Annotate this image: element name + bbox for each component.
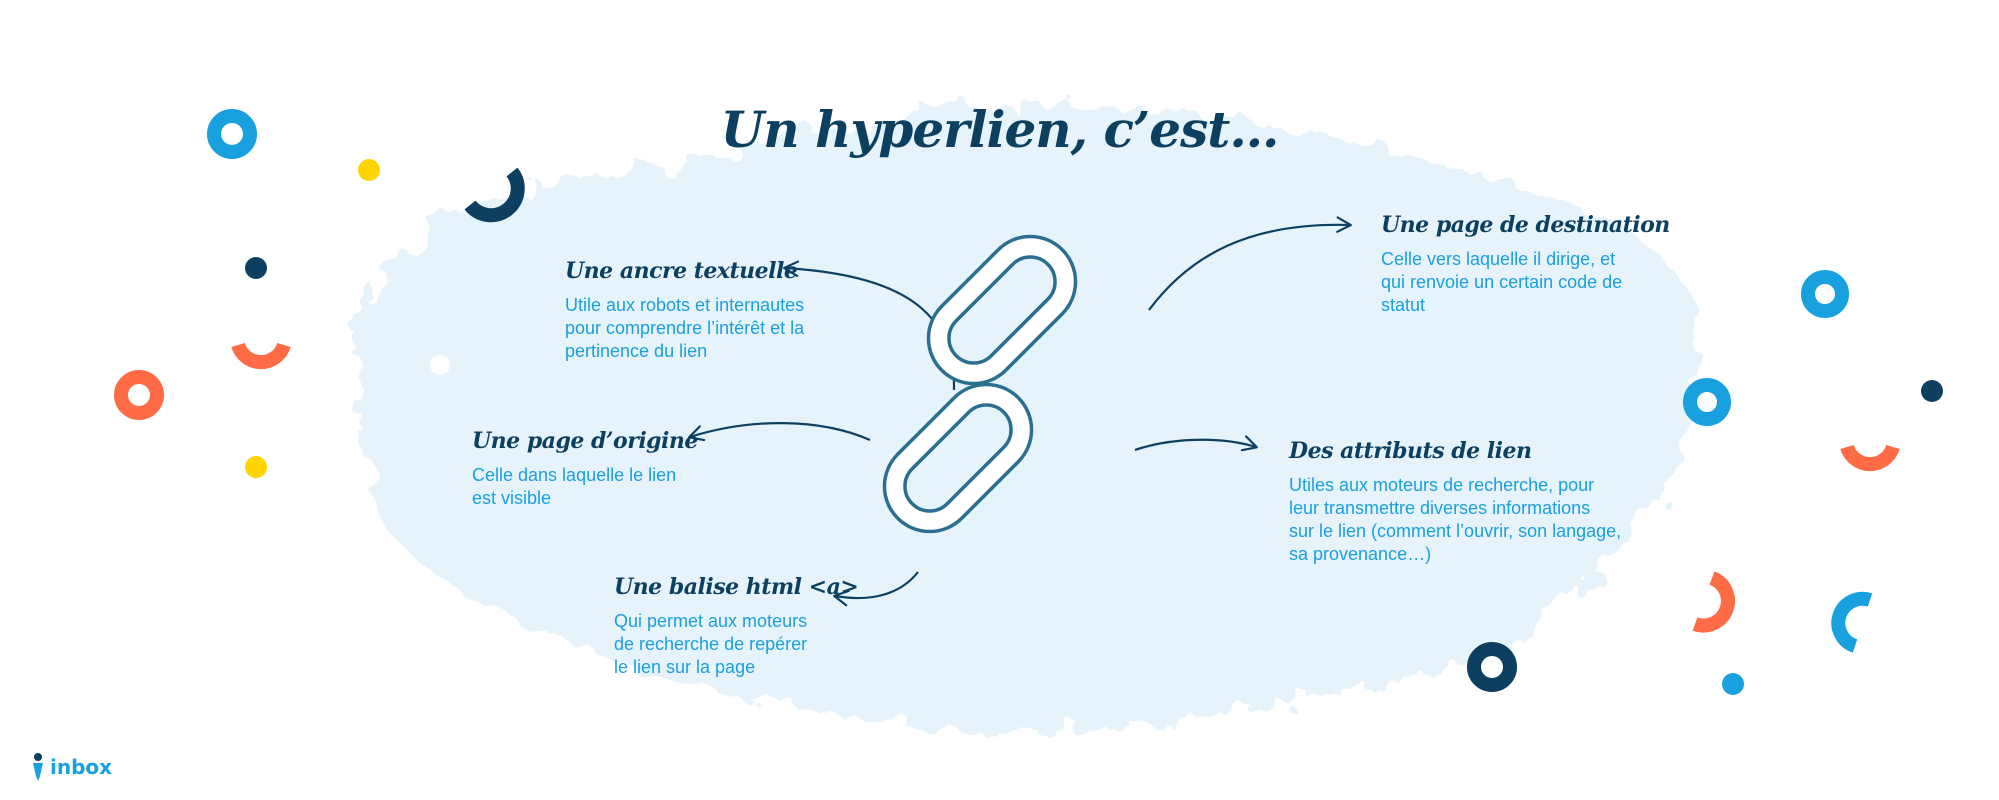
page-title: Un hyperlien, c’est…	[720, 100, 1280, 159]
logo-text: inbox	[50, 755, 113, 779]
deco-ring-blue-2	[1801, 270, 1849, 318]
item-ancre-heading: Une ancre textuelle	[565, 258, 798, 284]
deco-arc-orange	[231, 342, 291, 370]
item-balise-heading: Une balise html <a>	[614, 574, 859, 600]
brand-logo: inbox	[30, 752, 112, 782]
item-destination-heading: Une page de destination	[1381, 212, 1670, 238]
deco-dot-navy-2	[1921, 380, 1943, 402]
item-origine-heading: Une page d’origine	[472, 428, 698, 454]
item-attributs-text: Utiles aux moteurs de recherche, pour le…	[1289, 475, 1622, 564]
arrow-to-destination	[1148, 216, 1352, 311]
item-origine-text: Celle dans laquelle le lien est visible	[472, 465, 677, 508]
item-balise: Une balise html <a> Qui permet aux moteu…	[614, 574, 894, 679]
arrow-to-balise	[833, 571, 919, 607]
arrow-to-origine	[688, 422, 871, 442]
deco-dot-navy	[245, 257, 267, 279]
deco-arc-orange-2	[1840, 444, 1900, 472]
deco-dot-yellow-2	[245, 456, 267, 478]
deco-ring-navy	[1467, 642, 1517, 692]
item-origine: Une page d’origine Celle dans laquelle l…	[472, 428, 772, 510]
item-destination: Une page de destination Celle vers laque…	[1381, 212, 1711, 317]
item-ancre: Une ancre textuelle Utile aux robots et …	[565, 258, 885, 363]
item-attributs-heading: Des attributs de lien	[1289, 438, 1532, 464]
deco-dot-yellow	[358, 159, 380, 181]
deco-dot-blue	[1722, 673, 1744, 695]
item-balise-text: Qui permet aux moteurs de recherche de r…	[614, 611, 808, 677]
deco-ring-white	[430, 355, 450, 375]
item-attributs: Des attributs de lien Utiles aux moteurs…	[1289, 438, 1689, 566]
pen-nib-icon	[33, 753, 43, 781]
item-ancre-text: Utile aux robots et internautes pour com…	[565, 295, 805, 361]
deco-arc-orange-3	[1692, 571, 1735, 633]
chain-link-icon	[882, 234, 1078, 534]
deco-ring-blue-3	[1683, 378, 1731, 426]
deco-ring-blue	[207, 109, 257, 159]
item-destination-text: Celle vers laquelle il dirige, et qui re…	[1381, 249, 1623, 315]
deco-arc-blue	[1831, 591, 1873, 653]
arrow-to-attributs	[1134, 435, 1258, 452]
deco-ring-orange	[114, 370, 164, 420]
deco-arc-navy	[464, 167, 525, 223]
